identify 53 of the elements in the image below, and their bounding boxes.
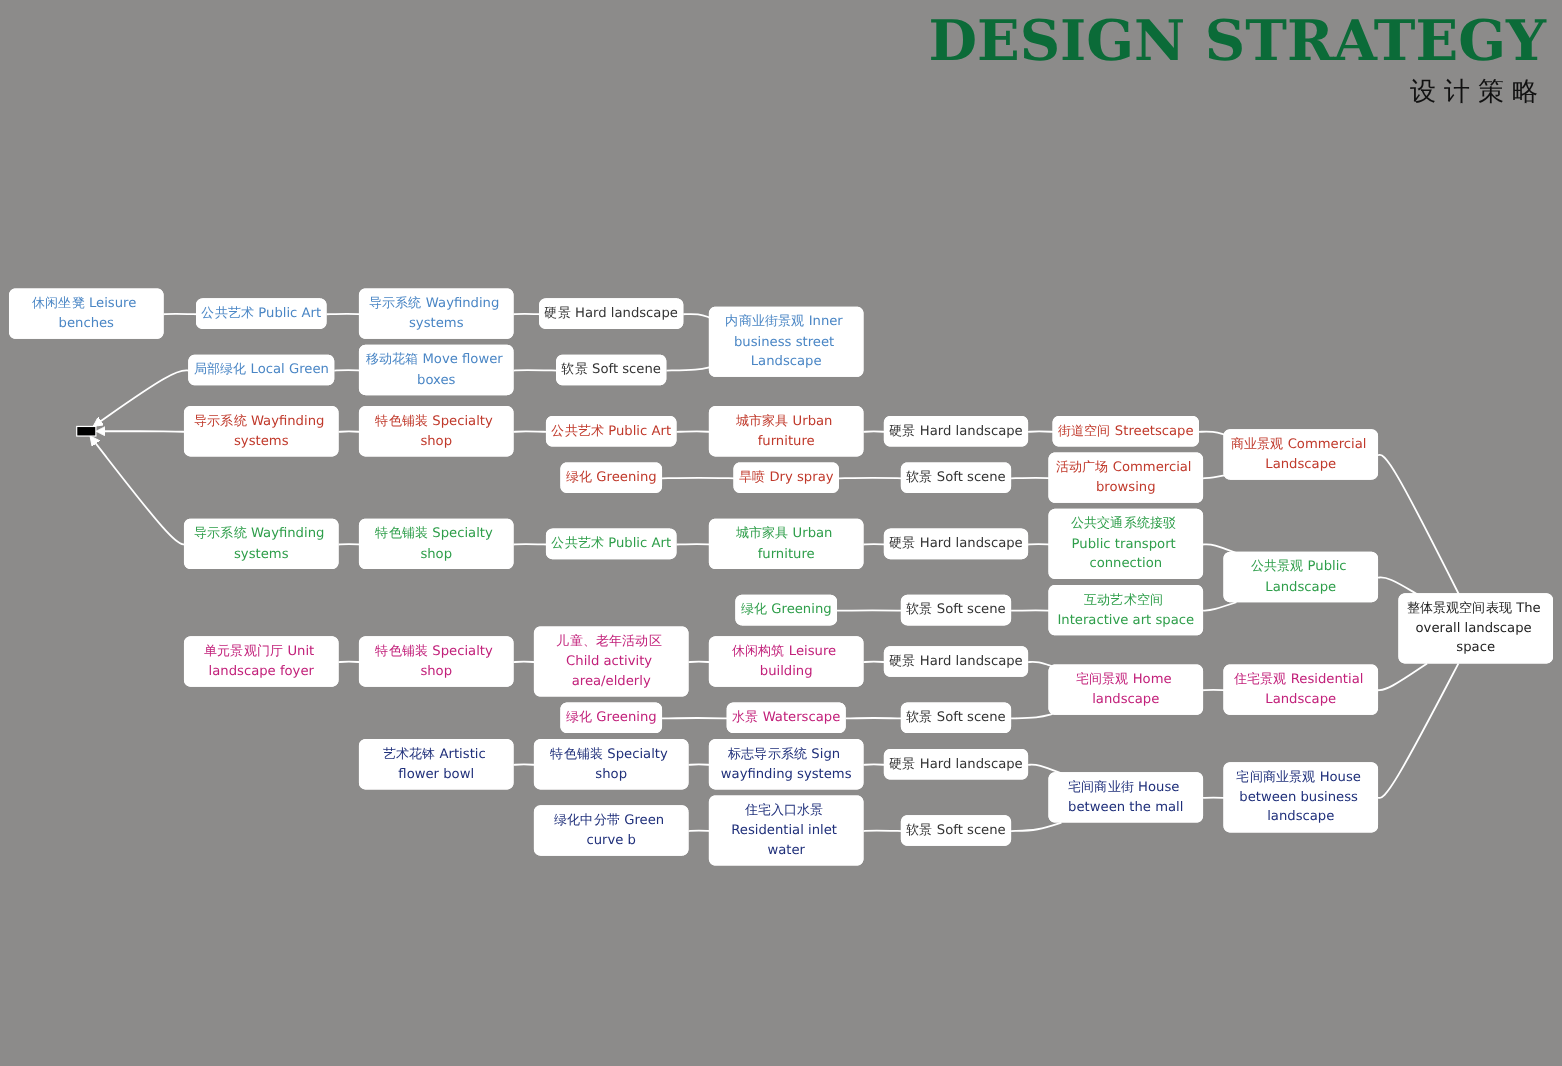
connector [1202,543,1238,554]
connector [838,477,903,480]
connector [836,609,903,612]
connector [665,366,711,372]
connector [844,717,903,720]
connector [1198,430,1226,436]
connector [325,312,362,316]
connector [862,430,886,433]
connector [512,369,559,372]
connector [1027,543,1051,546]
connector [333,369,362,372]
connector [1202,796,1226,799]
connector [512,543,549,546]
connector [675,543,711,546]
connector [661,717,729,720]
connector [337,543,362,546]
connector [1377,576,1419,596]
connector [1377,662,1460,799]
connector [162,312,199,316]
connector [1010,609,1051,612]
connector [675,430,711,433]
title: DESIGN STRATEGY [928,8,1546,74]
connector [682,313,711,319]
arrow [92,369,191,427]
arrow [95,425,187,437]
connector [1202,601,1238,612]
connector [512,660,536,663]
connector [661,477,736,480]
connector [1010,821,1063,832]
connector [862,543,886,546]
connector [1202,474,1226,480]
connector [687,763,711,766]
connector [1010,477,1051,480]
connector [687,829,711,832]
connector [1377,454,1460,596]
connector [337,660,362,663]
connector [337,430,362,433]
connector [1027,763,1063,775]
node-box [76,425,97,437]
connector [862,763,886,766]
connector [512,763,536,766]
connector [1202,688,1226,692]
connector [687,660,711,663]
connector [512,430,549,433]
connector [1027,430,1055,433]
connector [862,829,903,832]
subtitle: 设计策略 [1410,78,1546,108]
arrow [89,435,187,546]
connector [1027,661,1054,668]
connector [862,660,886,663]
connector [1010,713,1054,720]
connector [1377,662,1428,692]
connector [512,312,542,316]
